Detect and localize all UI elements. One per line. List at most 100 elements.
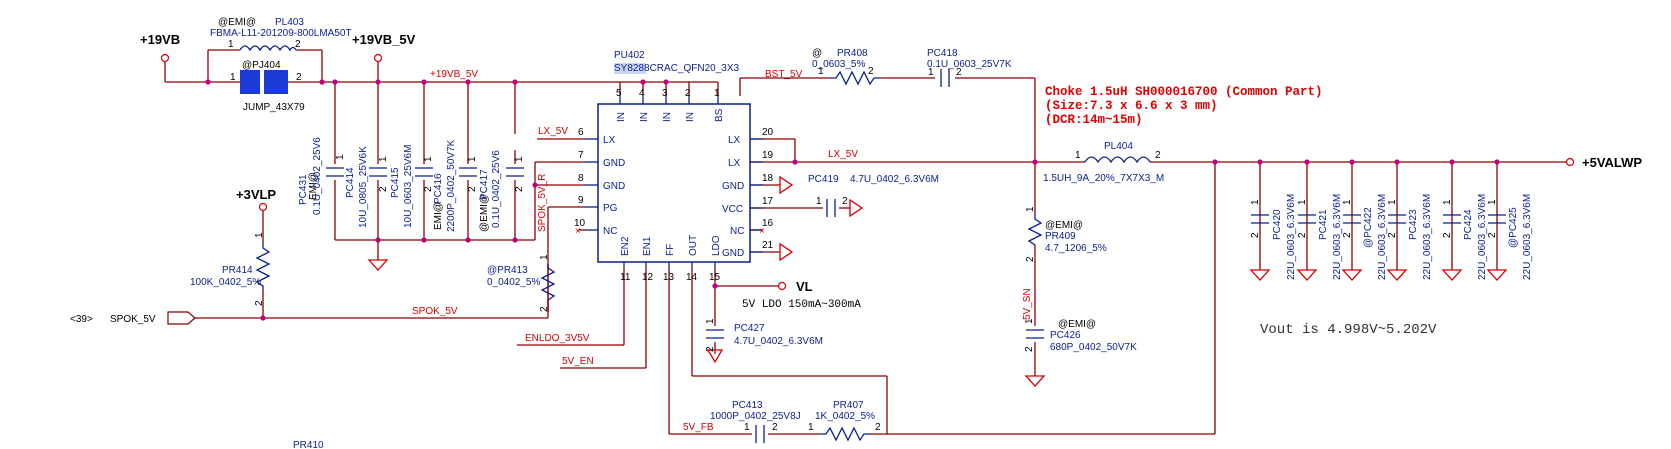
- svg-text:0.1U_0402_25V6: 0.1U_0402_25V6: [491, 150, 502, 228]
- svg-text:2: 2: [467, 186, 478, 192]
- svg-text:@PC422: @PC422: [1363, 207, 1374, 248]
- svg-text:2: 2: [514, 186, 525, 192]
- svg-text:PC427: PC427: [734, 323, 765, 334]
- svg-text:17: 17: [762, 196, 774, 207]
- note-choke-size: (Size:7.3 x 6.6 x 3 mm): [1045, 99, 1218, 113]
- svg-text:2: 2: [296, 72, 302, 83]
- svg-text:1: 1: [254, 232, 265, 238]
- pc423-cap: 1 2 PC423 22U_0603_6.3V6M: [1387, 194, 1433, 280]
- svg-text:PC417: PC417: [479, 169, 490, 200]
- svg-text:1: 1: [744, 422, 750, 433]
- note-choke-dcr: (DCR:14m~15m): [1045, 113, 1143, 127]
- svg-text:1: 1: [539, 254, 550, 260]
- spok-port-label: SPOK_5V: [110, 314, 156, 325]
- svg-text:JUMP_43X79: JUMP_43X79: [243, 102, 305, 113]
- net-5v-fb: 5V_FB: [683, 422, 714, 433]
- pr407-resistor: PR407 1K_0402_5% 1 2: [808, 400, 881, 442]
- svg-text:PC420: PC420: [1272, 209, 1283, 240]
- svg-text:NC: NC: [730, 226, 744, 237]
- svg-text:1.5UH_9A_20%_7X7X3_M: 1.5UH_9A_20%_7X7X3_M: [1043, 173, 1164, 184]
- svg-text:@EMI@: @EMI@: [1058, 319, 1096, 330]
- power-rails: +19VB +19VB_5V +3VLP +5VALWP VL: [140, 32, 1642, 294]
- svg-text:2: 2: [868, 66, 874, 77]
- pc420-cap: 1 2 PC420 22U_0603_6.3V6M: [1250, 194, 1297, 280]
- rail-vin: +19VB: [140, 32, 180, 47]
- svg-text:@PR413: @PR413: [487, 265, 528, 276]
- net-enldo: ENLDO_3V5V: [525, 333, 590, 344]
- svg-text:0.1U_0402_25V6: 0.1U_0402_25V6: [312, 137, 323, 215]
- svg-text:LX: LX: [728, 135, 741, 146]
- pr414-resistor: PR414 100K_0402_5% 1 2: [190, 232, 271, 306]
- svg-text:5: 5: [616, 88, 622, 99]
- svg-text:12: 12: [642, 272, 654, 283]
- svg-text:×: ×: [759, 226, 765, 237]
- net-19vb-5v: +19VB_5V: [430, 69, 478, 80]
- svg-text:EMI@: EMI@: [308, 172, 319, 200]
- svg-text:1: 1: [1342, 199, 1353, 205]
- svg-text:FF: FF: [665, 244, 676, 256]
- svg-text:1: 1: [705, 318, 716, 324]
- pc415-cap: PC415 10U_0603_25V6M 1 2: [390, 145, 434, 228]
- pr413-resistor: @PR413 0_0402_5% 1 2: [487, 254, 556, 312]
- note-vout: Vout is 4.998V~5.202V: [1260, 322, 1437, 338]
- svg-text:NC: NC: [603, 226, 617, 237]
- svg-text:2: 2: [1387, 232, 1398, 238]
- svg-text:LX: LX: [728, 158, 741, 169]
- svg-text:EN2: EN2: [620, 236, 631, 256]
- svg-text:1: 1: [514, 156, 525, 162]
- note-choke-part: Choke 1.5uH SH000016700 (Common Part): [1045, 85, 1323, 99]
- pc424-cap: 1 2 PC424 22U_0603_6.3V6M: [1442, 194, 1488, 280]
- svg-text:PR409: PR409: [1045, 231, 1076, 242]
- svg-text:@: @: [812, 48, 822, 59]
- svg-text:9: 9: [578, 195, 584, 206]
- svg-text:0_0402_5%: 0_0402_5%: [487, 277, 540, 288]
- svg-text:22U_0603_6.3V6M: 22U_0603_6.3V6M: [1377, 194, 1388, 280]
- svg-text:PC421: PC421: [1318, 209, 1329, 240]
- net-spok-5v: SPOK_5V: [412, 306, 458, 317]
- svg-text:PC413: PC413: [732, 400, 763, 411]
- svg-text:FBMA-L11-201209-800LMA50T: FBMA-L11-201209-800LMA50T: [210, 28, 352, 39]
- svg-text:@EMI@: @EMI@: [479, 194, 490, 232]
- svg-text:PC414: PC414: [345, 167, 356, 198]
- ic-pu402: PU402 SY8288CRAC_QFN20_3X3 6 7 8 9 10 LX…: [574, 50, 774, 283]
- pc419-cap: PC419 4.7U_0402_6.3V6M 1 2: [808, 174, 939, 217]
- svg-text:6: 6: [578, 127, 584, 138]
- svg-text:100K_0402_5%: 100K_0402_5%: [190, 277, 261, 288]
- wires: [164, 49, 1568, 435]
- output-caps: 1 2 PC420 22U_0603_6.3V6M 1 2 PC421 22U_…: [1250, 194, 1533, 280]
- svg-text:EMI@: EMI@: [433, 202, 444, 230]
- net-lx-5v-left: LX_5V: [538, 126, 568, 137]
- pc417-cap: @EMI@ PC417 0.1U_0402_25V6 1 2: [479, 150, 525, 232]
- svg-text:4.7U_0402_6.3V6M: 4.7U_0402_6.3V6M: [850, 174, 939, 185]
- svg-text:1: 1: [335, 154, 346, 160]
- pc418-cap: PC418 0.1U_0603_25V7K 1 2: [927, 48, 1012, 87]
- svg-text:GND: GND: [603, 158, 625, 169]
- svg-text:2: 2: [539, 306, 550, 312]
- svg-text:10U_0603_25V6M: 10U_0603_25V6M: [403, 145, 414, 228]
- svg-text:OUT: OUT: [688, 235, 699, 256]
- svg-text:@PJ404: @PJ404: [242, 60, 281, 71]
- svg-text:PR407: PR407: [833, 400, 864, 411]
- svg-text:BS: BS: [714, 108, 725, 122]
- svg-text:PC423: PC423: [1408, 209, 1419, 240]
- svg-text:2: 2: [423, 186, 434, 192]
- svg-text:GND: GND: [722, 181, 744, 192]
- svg-text:1: 1: [808, 422, 814, 433]
- svg-text:2: 2: [295, 39, 301, 50]
- svg-text:0_0603_5%: 0_0603_5%: [812, 59, 865, 70]
- svg-text:PR414: PR414: [222, 265, 253, 276]
- svg-text:1: 1: [1075, 150, 1081, 161]
- svg-text:1: 1: [1487, 199, 1498, 205]
- svg-text:3: 3: [662, 88, 668, 99]
- svg-text:PC415: PC415: [390, 167, 401, 198]
- net-5v-sn: 5V_SN: [1022, 288, 1033, 320]
- svg-text:4: 4: [639, 88, 645, 99]
- ic-ref: PU402: [614, 50, 645, 61]
- svg-text:PC426: PC426: [1050, 330, 1081, 341]
- svg-text:2: 2: [705, 346, 716, 352]
- svg-text:18: 18: [762, 173, 774, 184]
- svg-text:LX: LX: [603, 135, 616, 146]
- svg-text:20: 20: [762, 127, 774, 138]
- svg-text:21: 21: [762, 240, 774, 251]
- note-ldo: 5V LDO 150mA~300mA: [742, 299, 861, 311]
